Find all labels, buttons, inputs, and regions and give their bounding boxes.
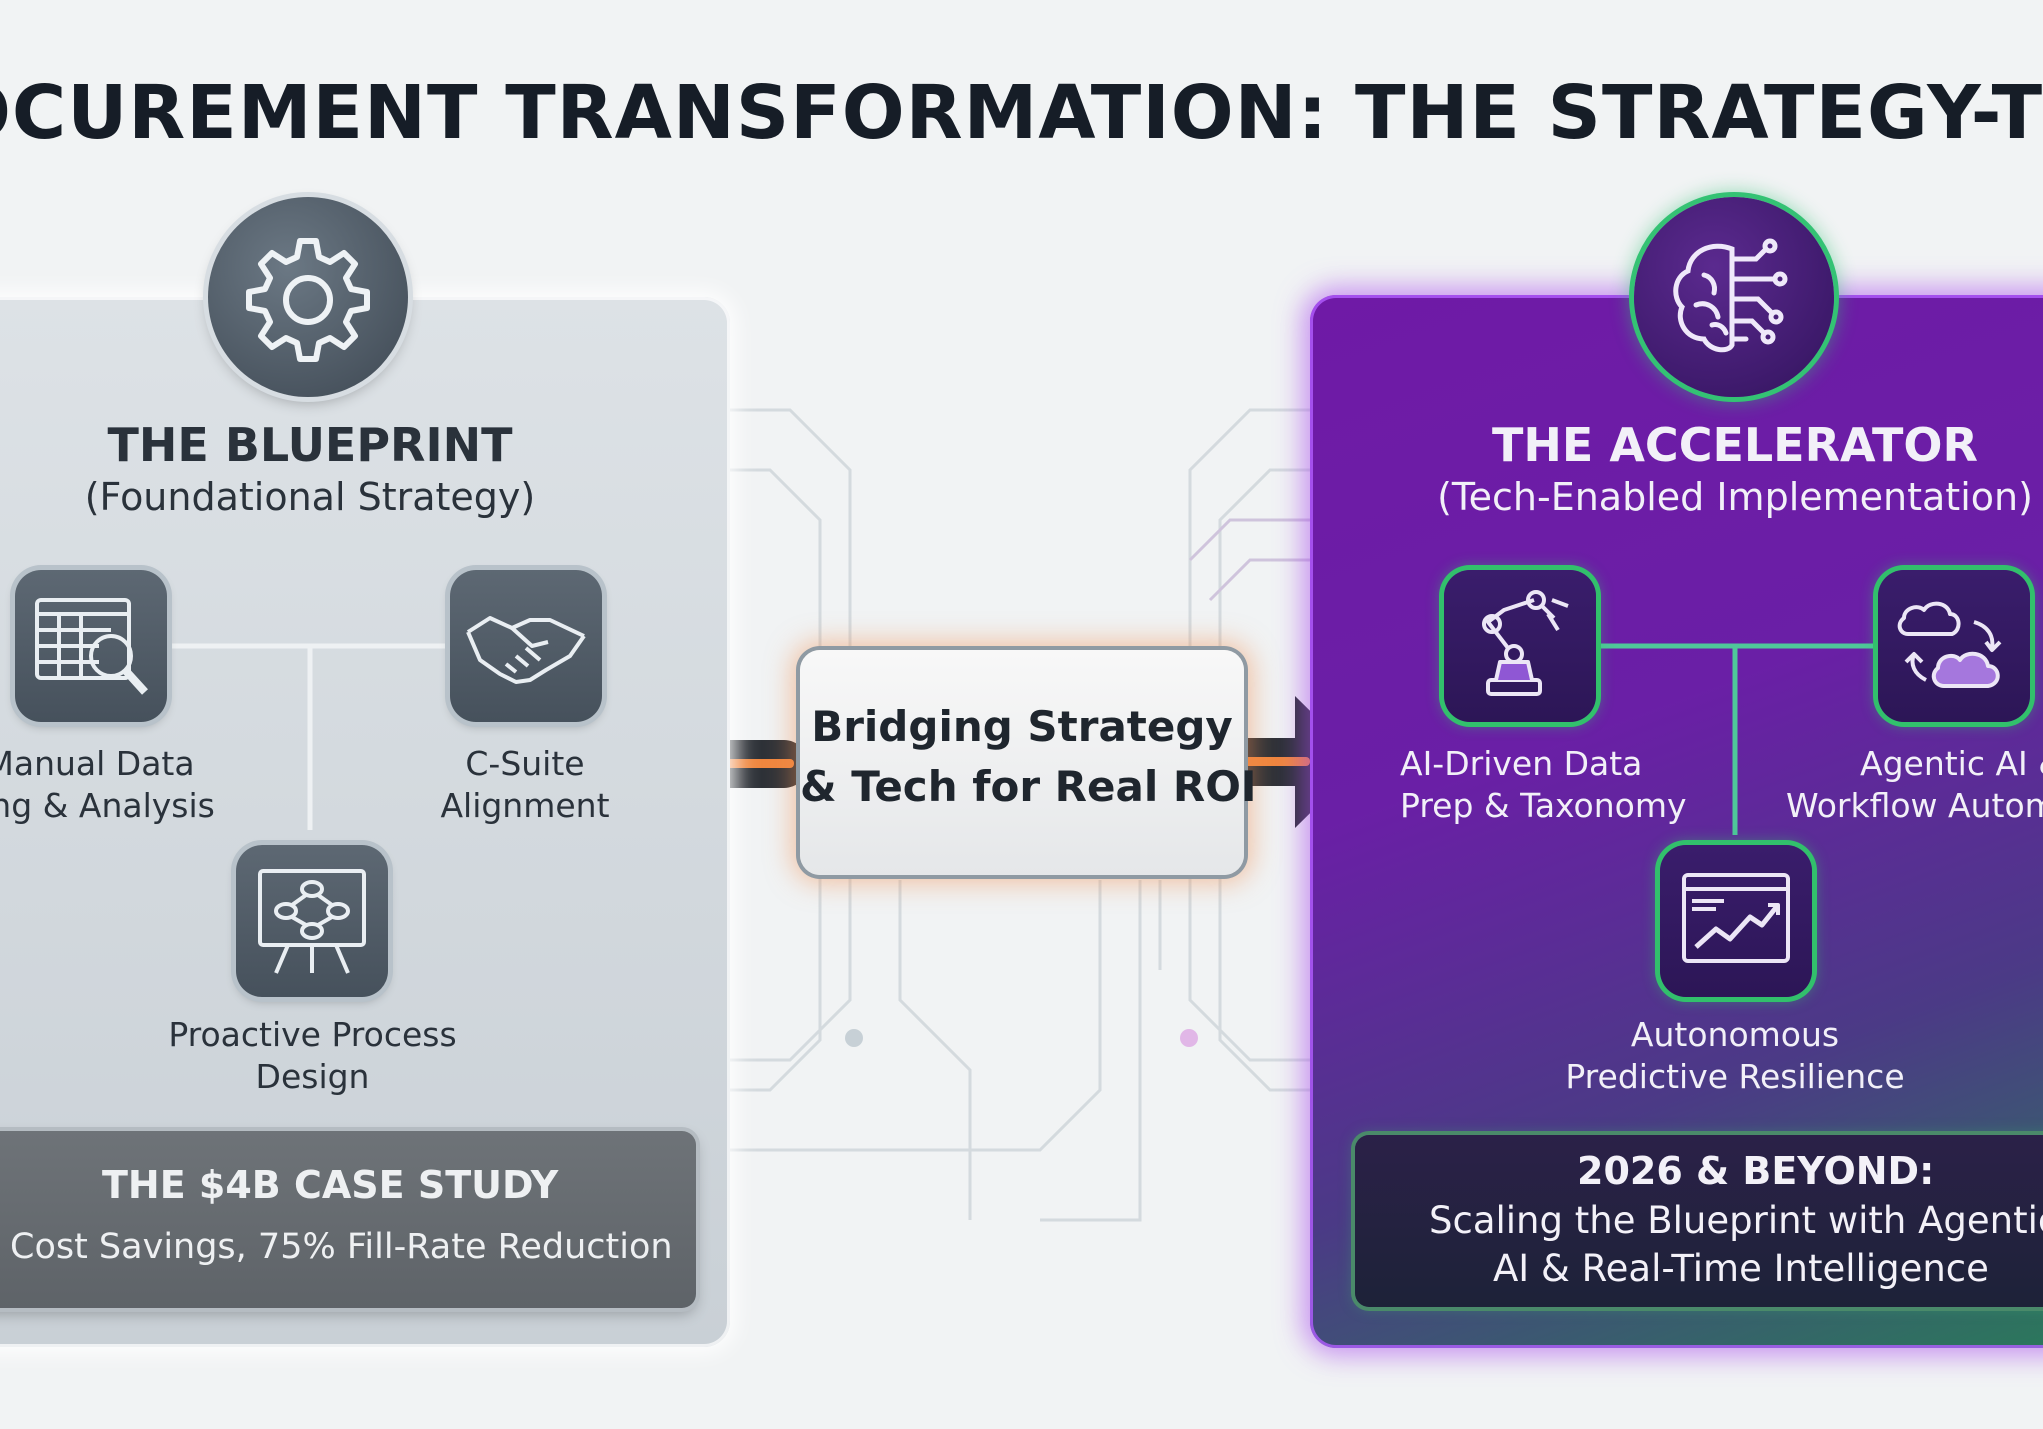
blueprint-item-label: C-Suite Alignment — [410, 743, 640, 827]
item-line: Prep & Taxonomy — [1400, 786, 1687, 825]
item-line: aning & Analysis — [0, 786, 215, 825]
bridge-arrow-glow — [1240, 757, 1310, 766]
item-line: Workflow Autom — [1786, 786, 2043, 825]
case-study-title: THE $4B CASE STUDY — [102, 1163, 559, 1207]
blueprint-title: THE BLUEPRINT — [107, 418, 513, 472]
beyond-box: 2026 & BEYOND: Scaling the Blueprint wit… — [1355, 1135, 2043, 1307]
item-line: Manual Data — [0, 744, 195, 783]
case-study-box: THE $4B CASE STUDY Cost Savings, 75% Fil… — [0, 1131, 696, 1308]
ai-brain-icon — [1634, 197, 1834, 397]
accelerator-item-label: Agentic AI & Workflow Autom — [1780, 743, 2043, 827]
item-line: Alignment — [440, 786, 610, 825]
beyond-line2: AI & Real-Time Intelligence — [1493, 1247, 1989, 1290]
item-line: Predictive Resilience — [1565, 1057, 1905, 1096]
gear-icon — [208, 197, 408, 397]
page-title: OCUREMENT TRANSFORMATION: THE STRATEGY-T… — [0, 70, 2043, 156]
item-line: Proactive Process — [168, 1015, 457, 1054]
accelerator-item-label: Autonomous Predictive Resilience — [1560, 1014, 1910, 1098]
accelerator-subtitle: (Tech-Enabled Implementation) — [1437, 475, 2033, 519]
item-line: Autonomous — [1630, 1015, 1840, 1054]
blueprint-subtitle: (Foundational Strategy) — [84, 475, 536, 519]
item-line: Design — [255, 1057, 370, 1096]
beyond-title: 2026 & BEYOND: — [1577, 1149, 1935, 1193]
circuit-node — [1180, 1029, 1198, 1047]
bridge-line1: Bridging Strategy — [811, 702, 1233, 751]
blueprint-item-label: Proactive Process Design — [150, 1014, 475, 1098]
bridge-line2: & Tech for Real ROI — [800, 762, 1257, 811]
beyond-line1: Scaling the Blueprint with Agentic — [1429, 1199, 2043, 1242]
bridge-box: Bridging Strategy & Tech for Real ROI — [800, 650, 1257, 875]
flowchart-board-icon — [236, 845, 388, 997]
accelerator-title: THE ACCELERATOR — [1492, 418, 1978, 472]
robot-arm-icon — [1444, 570, 1596, 722]
item-line: Agentic AI & — [1860, 744, 2043, 783]
trend-chart-icon — [1660, 845, 1812, 997]
case-study-text: Cost Savings, 75% Fill-Rate Reduction — [10, 1227, 673, 1267]
item-line: AI-Driven Data — [1400, 744, 1643, 783]
spreadsheet-magnifier-icon — [15, 570, 167, 722]
blueprint-connector — [170, 643, 450, 830]
circuit-node — [845, 1029, 863, 1047]
blueprint-item-label: Manual Data aning & Analysis — [0, 743, 215, 827]
accelerator-item-label: AI-Driven Data Prep & Taxonomy — [1400, 743, 1687, 827]
handshake-icon — [450, 570, 602, 722]
cloud-sync-icon — [1878, 570, 2030, 722]
accelerator-connector — [1590, 643, 1875, 835]
item-line: C-Suite — [465, 744, 585, 783]
